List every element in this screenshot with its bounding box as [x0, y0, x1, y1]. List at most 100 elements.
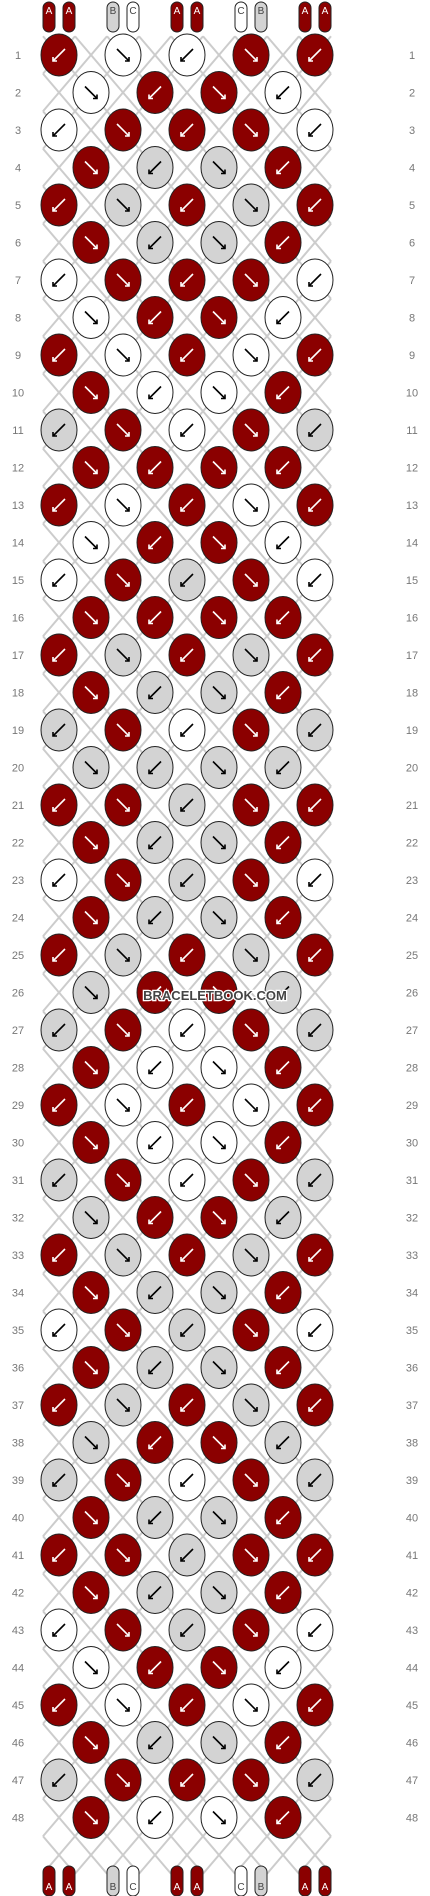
knot-arrow-head: [148, 1444, 153, 1450]
lane-line: [298, 598, 332, 637]
knot-arrow-head: [125, 882, 130, 887]
knot-arrow-head: [148, 994, 153, 1000]
lane-line: [74, 335, 108, 375]
knot-arrow: [276, 610, 290, 625]
knot-arrow-head: [308, 807, 313, 812]
lane-line: [106, 1573, 140, 1612]
knot-arrow-head: [180, 132, 185, 137]
knot-arrow-head: [253, 57, 258, 62]
strand-tag-bottom: [170, 1865, 184, 1896]
knot-arrow: [244, 723, 258, 737]
knot-arrow-head: [52, 732, 57, 737]
knot-arrow-head: [93, 844, 98, 850]
lane-line: [42, 73, 76, 112]
lane-line: [106, 1723, 140, 1762]
lane-line: [298, 448, 332, 487]
knot-arrow-head: [125, 1632, 130, 1637]
knot-arrow: [244, 1098, 258, 1112]
knot-arrow-head: [308, 1182, 313, 1187]
knot-arrow-head: [308, 57, 313, 62]
knot-arrow-head: [276, 544, 281, 550]
lane-line: [202, 560, 236, 600]
knot-arrow-head: [125, 132, 130, 137]
knot-arrow-head: [148, 1594, 153, 1600]
lane-line: [138, 485, 172, 525]
knot-arrow-head: [180, 1482, 185, 1487]
lane-line: [266, 485, 300, 525]
knot-arrow: [148, 1360, 162, 1375]
knot-arrow-head: [93, 1594, 98, 1600]
lane-line: [266, 1160, 300, 1200]
lane-line: [298, 298, 332, 337]
knot-arrow-head: [253, 1632, 258, 1637]
knot-arrow-head: [52, 507, 57, 512]
lane-line: [138, 1310, 172, 1350]
knot-arrow-head: [52, 582, 57, 587]
knot-arrow: [148, 85, 162, 100]
knot-arrow-head: [52, 132, 57, 137]
strand-tag-top: [62, 1, 76, 33]
knot-arrow: [52, 798, 66, 812]
row-number-right: 41: [406, 1550, 418, 1562]
lane-line: [234, 748, 268, 787]
knot-arrow-head: [253, 282, 258, 287]
row-number-left: 29: [12, 1100, 24, 1112]
row-number-right: 34: [406, 1288, 418, 1300]
knot-arrow-head: [221, 1369, 226, 1375]
knot-arrow-head: [148, 169, 153, 175]
lane-line: [266, 1085, 300, 1125]
strand-tag-bottom: [42, 1865, 56, 1896]
lane-line: [298, 973, 332, 1012]
row-number-right: 11: [406, 425, 417, 437]
knot-arrow: [116, 1323, 130, 1337]
lane-line: [138, 710, 172, 750]
row-number-right: 19: [406, 725, 418, 737]
knot-arrow-head: [148, 1369, 153, 1375]
row-number-left: 1: [15, 50, 21, 62]
knot-arrow: [276, 460, 290, 475]
lane-line: [234, 373, 268, 412]
lane-line: [170, 1273, 204, 1312]
knot-arrow-head: [148, 919, 153, 925]
knot-arrow: [308, 1098, 322, 1112]
knot-arrow: [180, 1698, 194, 1712]
strand-label-top: A: [66, 6, 73, 17]
strand-label-top: A: [194, 6, 201, 17]
knot-arrow-head: [276, 1444, 281, 1450]
row-number-left: 8: [15, 313, 21, 325]
knot-arrow-head: [221, 1444, 226, 1450]
knot-arrow-head: [125, 1032, 130, 1037]
row-number-left: 24: [12, 913, 24, 925]
knot-arrow-head: [276, 1669, 281, 1675]
knot-arrow-head: [52, 432, 57, 437]
row-number-right: 21: [406, 800, 418, 812]
row-number-left: 26: [12, 988, 24, 1000]
knot-arrow-head: [308, 432, 313, 437]
knot-arrow: [84, 310, 98, 325]
row-number-right: 47: [406, 1775, 418, 1787]
watermark: BRACELETBOOK.COM: [143, 988, 287, 1003]
knot-arrow: [148, 235, 162, 250]
lane-line: [202, 1235, 236, 1275]
lane-line: [266, 335, 300, 375]
knot-arrow: [84, 685, 98, 700]
row-number-right: 9: [409, 350, 415, 362]
row-number-left: 22: [12, 838, 24, 850]
strand-tag-top: [106, 1, 120, 33]
knot-arrow: [276, 1810, 290, 1825]
knot-arrow: [180, 1473, 194, 1487]
lane-line: [234, 673, 268, 712]
row-number-right: 26: [406, 988, 418, 1000]
knot-arrow-head: [148, 1144, 153, 1150]
lane-line: [234, 148, 268, 187]
lane-line: [170, 823, 204, 862]
knot-arrow-head: [221, 1744, 226, 1750]
knot-arrow-head: [93, 694, 98, 700]
strand-label-bottom: A: [174, 1882, 181, 1893]
knot-arrow: [148, 1660, 162, 1675]
row-number-left: 18: [12, 688, 24, 700]
lane-line: [202, 1010, 236, 1050]
knot-arrow: [148, 985, 162, 1000]
knot-arrow: [52, 498, 66, 512]
knot-arrow: [116, 573, 130, 587]
